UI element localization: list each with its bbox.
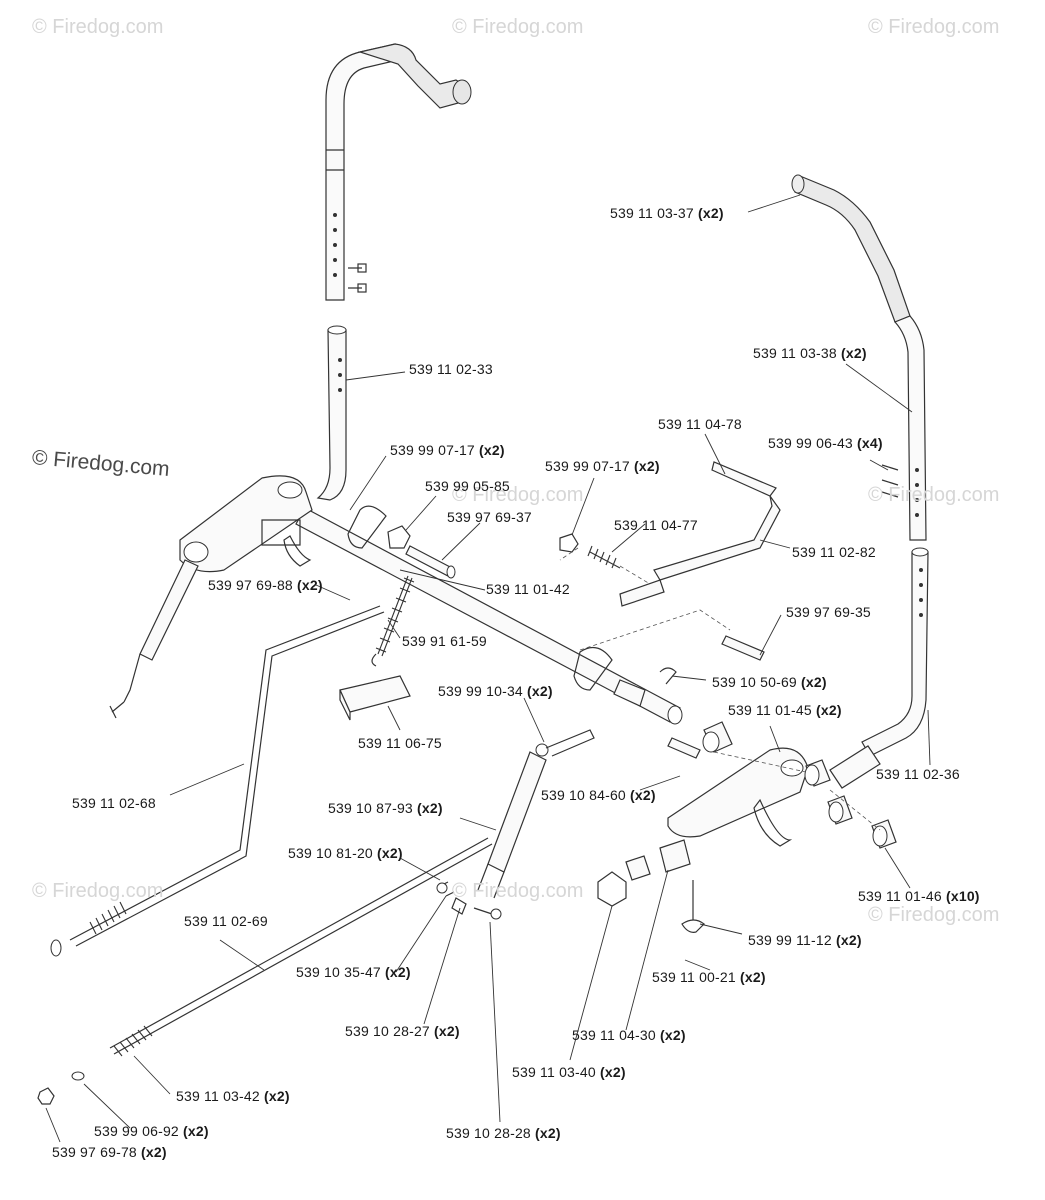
part-label: 539 97 69-78 (x2) (52, 1144, 167, 1160)
part-label: 539 99 10-34 (x2) (438, 683, 553, 699)
leader-lines (45, 194, 931, 1143)
small-parts (387, 525, 765, 759)
part-label: 539 99 07-17 (x2) (545, 458, 660, 474)
part-label: 539 10 28-28 (x2) (446, 1125, 561, 1141)
part-label: 539 11 01-46 (x10) (858, 888, 980, 904)
part-label: 539 11 02-69 (184, 913, 268, 929)
watermark-bottom-right: © Firedog.com (868, 904, 1000, 926)
part-label: 539 10 87-93 (x2) (328, 800, 443, 816)
part-label: 539 10 28-27 (x2) (345, 1023, 460, 1039)
part-label: 539 11 02-36 (876, 766, 960, 782)
part-label: 539 11 03-42 (x2) (176, 1088, 290, 1104)
part-label: 539 10 81-20 (x2) (288, 845, 403, 861)
bushings (597, 721, 897, 933)
watermark-mid-right: © Firedog.com (868, 484, 1000, 506)
watermark-bottom-left: © Firedog.com (32, 880, 164, 902)
watermark-mid-center: © Firedog.com (452, 484, 584, 506)
part-label: 539 11 01-42 (486, 581, 570, 597)
watermark-top-right: © Firedog.com (868, 16, 1000, 38)
part-label: 539 99 06-43 (x4) (768, 435, 883, 451)
part-label: 539 11 03-37 (x2) (610, 205, 724, 221)
watermark-top-center: © Firedog.com (452, 16, 584, 38)
part-label: 539 99 07-17 (x2) (390, 442, 505, 458)
lever-arm (619, 461, 781, 607)
part-label: 539 10 35-47 (x2) (296, 964, 411, 980)
part-label: 539 99 05-85 (425, 478, 510, 494)
rod-0269 (37, 837, 493, 1105)
part-label: 539 99 11-12 (x2) (748, 932, 862, 948)
part-label: 539 11 00-21 (x2) (652, 969, 766, 985)
rod-0268 (50, 605, 385, 957)
bracket-small (339, 675, 411, 721)
part-label: 539 10 84-60 (x2) (541, 787, 656, 803)
part-label: 539 91 61-59 (402, 633, 487, 649)
part-label: 539 11 02-33 (409, 361, 493, 377)
part-label: 539 11 03-38 (x2) (753, 345, 867, 361)
part-label: 539 11 02-68 (72, 795, 156, 811)
part-label: 539 99 06-92 (x2) (94, 1123, 209, 1139)
part-label: 539 11 01-45 (x2) (728, 702, 842, 718)
part-label: 539 11 02-82 (792, 544, 876, 560)
part-label: 539 11 06-75 (358, 735, 442, 751)
part-label: 539 10 50-69 (x2) (712, 674, 827, 690)
damper (436, 729, 595, 920)
left-handle-upper (325, 43, 472, 301)
watermark-top-left: © Firedog.com (32, 16, 164, 38)
part-label: 539 11 03-40 (x2) (512, 1064, 626, 1080)
left-bracket-assembly (109, 475, 313, 719)
right-handle-lower (829, 547, 929, 789)
part-label: 539 97 69-37 (447, 509, 532, 525)
part-label: 539 11 04-77 (614, 517, 698, 533)
right-handle-upper (791, 174, 927, 541)
left-handle-lower (316, 325, 347, 501)
part-label: 539 97 69-35 (786, 604, 871, 620)
right-bracket-assembly (667, 747, 809, 847)
watermark-bottom-center: © Firedog.com (452, 880, 584, 902)
alignment-lines (559, 547, 881, 831)
spring-center (371, 575, 415, 667)
part-label: 539 11 04-30 (x2) (572, 1027, 686, 1043)
part-label: 539 11 04-78 (658, 416, 742, 432)
part-label: 539 97 69-88 (x2) (208, 577, 323, 593)
